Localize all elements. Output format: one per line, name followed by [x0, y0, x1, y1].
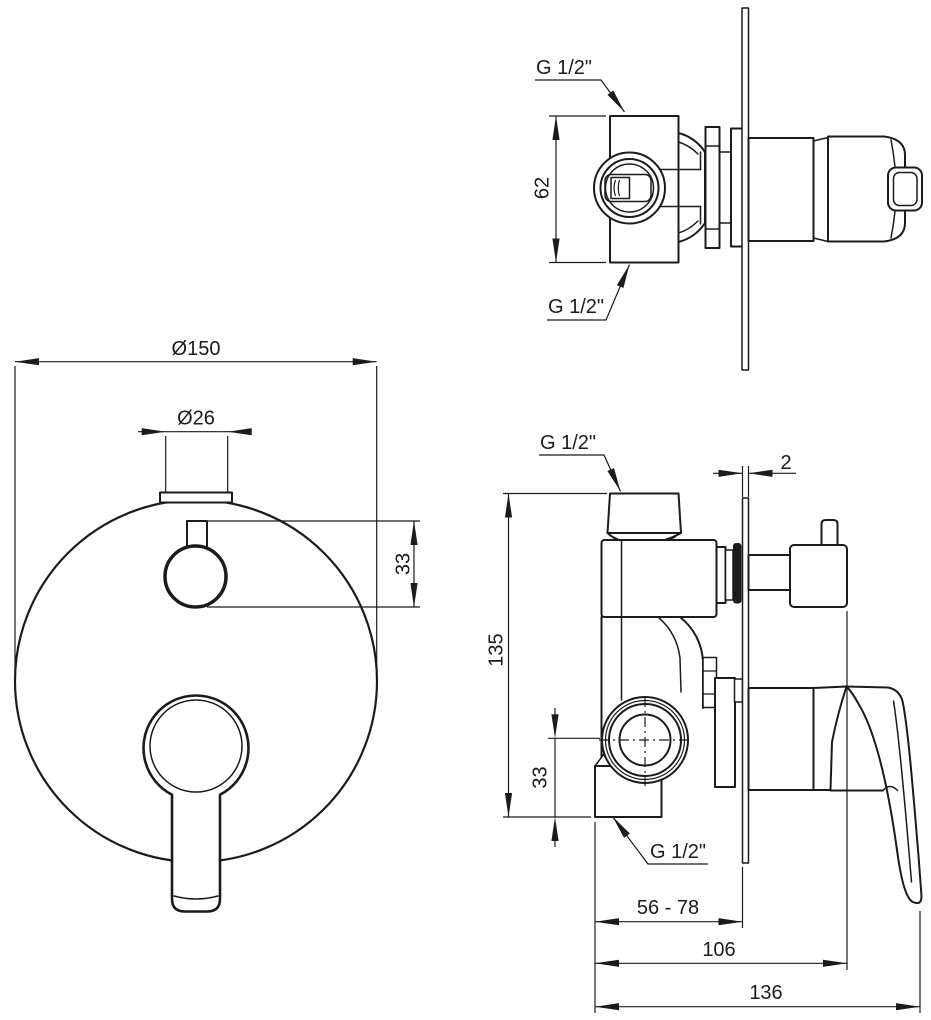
front-view-dim-knob-offset: 33 [393, 553, 415, 575]
top-view: G 1/2" 62 G 1/2" [532, 7, 923, 371]
side-view-dim-plate-thickness: 2 [780, 452, 791, 474]
side-view-thread-label-top: G 1/2" [540, 432, 596, 454]
lever-handle-top-view [827, 135, 906, 243]
escutcheon-top-view [747, 137, 815, 242]
handle-sleeve [747, 687, 815, 791]
diverter-knob [163, 544, 228, 609]
side-view: G 1/2" 2 135 33 G 1/2" 56 - 78 106 [486, 432, 923, 1013]
seal-gasket [733, 543, 742, 604]
centerline [599, 697, 693, 786]
side-view-dim-depth-range: 56 - 78 [637, 897, 699, 919]
front-view-dim-plate-diameter: Ø150 [172, 338, 221, 360]
outlet-flange [714, 677, 736, 788]
leader-line [539, 454, 622, 492]
top-view-thread-label-bottom: G 1/2" [548, 296, 604, 318]
side-view-dim-plate-to-knob: 106 [702, 939, 735, 961]
wall-plate-side-view [741, 497, 750, 864]
top-view-dim-body-height: 62 [532, 177, 554, 199]
diverter-knob-side-view [789, 544, 848, 608]
side-view-thread-label-bottom: G 1/2" [650, 841, 706, 863]
top-inlet-port [606, 492, 682, 534]
cartridge-housing [600, 539, 718, 618]
front-view-dim-knob-diameter: Ø26 [177, 408, 215, 430]
side-view-dim-overall-depth: 136 [749, 982, 782, 1004]
side-view-dim-overall-height: 135 [486, 633, 508, 666]
lever-handle-front [142, 694, 250, 913]
lever-handle-side-view [845, 685, 923, 905]
front-view: Ø150 Ø26 33 [13, 338, 420, 913]
top-view-thread-label-top: G 1/2" [536, 57, 592, 79]
side-view-dim-outlet-offset: 33 [530, 766, 552, 788]
diverter-knob-stem [186, 520, 208, 548]
knob-collar [159, 491, 233, 504]
lever-tip-end-on [887, 166, 923, 212]
